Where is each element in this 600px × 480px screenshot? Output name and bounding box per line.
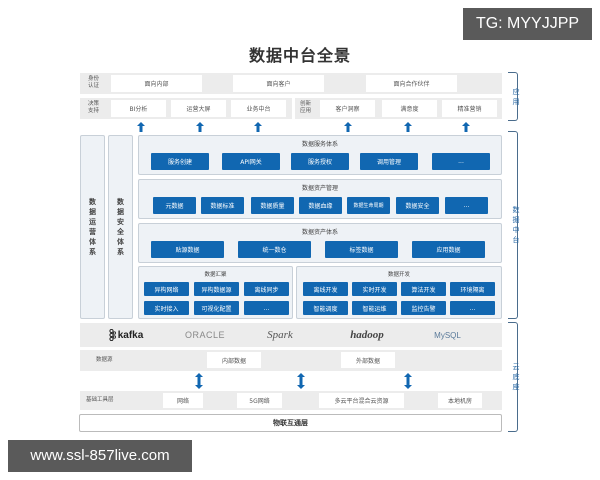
innovation-label: 创新应用 — [300, 101, 312, 114]
development-item: 实时开发 — [352, 282, 397, 296]
app-item-insight: 客户洞察 — [320, 100, 375, 117]
asset-mgmt-item: 数据血缘 — [299, 197, 342, 214]
iot-layer: 物联互通层 — [79, 414, 502, 432]
bracket-app-label: 应用 — [512, 88, 520, 106]
bidirectional-arrow-icon — [404, 373, 412, 389]
aggregation-item: 可视化配置 — [194, 301, 239, 315]
service-item: 服务创建 — [151, 153, 209, 170]
external-data-box: 外部数据 — [341, 352, 395, 368]
data-service-title: 数据服务体系 — [301, 141, 338, 148]
development-item: 离线开发 — [303, 282, 348, 296]
app-item-partner: 面向合作伙伴 — [366, 75, 457, 92]
decision-label: 决策支持 — [88, 101, 100, 114]
asset-system-title: 数据资产体系 — [301, 229, 338, 236]
identity-label: 身份认证 — [88, 76, 100, 89]
mysql-logo: MySQL — [434, 330, 461, 340]
bracket-middle-label: 数据中台 — [512, 206, 520, 244]
app-item-marketing: 精准营销 — [442, 100, 497, 117]
arrow-up-icon — [404, 122, 412, 132]
data-ops-label: 数据运营体系 — [89, 198, 96, 256]
asset-mgmt-item: 数据标准 — [201, 197, 244, 214]
aggregation-item: 离线同步 — [244, 282, 289, 296]
development-item: 监控告警 — [401, 301, 446, 315]
development-item: 智能调度 — [303, 301, 348, 315]
data-source-row: 数据源 内部数据 外部数据 — [80, 350, 502, 371]
bracket-cloud — [508, 322, 518, 432]
arrow-up-icon — [254, 122, 262, 132]
development-item: 环境隔离 — [450, 282, 495, 296]
kafka-icon — [109, 329, 116, 341]
service-item: API网关 — [222, 153, 280, 170]
aggregation-item: 异构网络 — [144, 282, 189, 296]
app-item-ops-screen: 运营大屏 — [171, 100, 226, 117]
development-item: ... — [450, 301, 495, 315]
data-source-label: 数据源 — [96, 357, 113, 363]
infrastructure-label: 基础工具层 — [86, 397, 114, 403]
data-aggregation-panel: 数据汇聚 异构网络 异构数据源 离线同步 实时接入 可视化配置 ... — [138, 266, 293, 319]
bidirectional-arrow-icon — [297, 373, 305, 389]
infra-item-5g: 5G网络 — [237, 393, 282, 408]
app-item-customer: 面向客户 — [233, 75, 324, 92]
watermark-bottom: www.ssl-857live.com — [8, 440, 192, 472]
kafka-logo: kafka — [95, 327, 155, 343]
data-security-label: 数据安全体系 — [117, 198, 124, 256]
arrow-up-icon — [344, 122, 352, 132]
development-item: 算法开发 — [401, 282, 446, 296]
service-item: 调用管理 — [360, 153, 418, 170]
app-item-satisfaction: 满意度 — [382, 100, 437, 117]
asset-system-panel: 数据资产体系 贴源数据 统一数仓 标签数据 应用数据 — [138, 223, 502, 263]
aggregation-item: 异构数据源 — [194, 282, 239, 296]
development-item: 智能运维 — [352, 301, 397, 315]
asset-mgmt-item: 数据质量 — [251, 197, 294, 214]
data-security-column: 数据安全体系 — [108, 135, 133, 319]
arrow-up-icon — [137, 122, 145, 132]
asset-system-item: 统一数仓 — [238, 241, 311, 258]
service-item: 服务授权 — [291, 153, 349, 170]
internal-data-box: 内部数据 — [207, 352, 261, 368]
data-aggregation-title: 数据汇聚 — [204, 272, 227, 278]
infra-item-network: 网络 — [163, 393, 203, 408]
data-ops-column: 数据运营体系 — [80, 135, 105, 319]
asset-management-title: 数据资产管理 — [301, 185, 338, 192]
arrow-up-icon — [196, 122, 204, 132]
infrastructure-row: 基础工具层 网络 5G网络 多云平台混合云资源 本地机房 — [80, 391, 502, 410]
app-row-identity: 身份认证 面向内部 面向客户 面向合作伙伴 — [80, 73, 502, 94]
data-development-title: 数据开发 — [387, 272, 410, 278]
spark-logo: Spark — [267, 329, 293, 341]
app-item-internal: 面向内部 — [111, 75, 202, 92]
bidirectional-arrow-icon — [195, 373, 203, 389]
data-development-panel: 数据开发 离线开发 实时开发 算法开发 环境隔离 智能调度 智能运维 监控告警 … — [296, 266, 502, 319]
aggregation-item: 实时接入 — [144, 301, 189, 315]
asset-mgmt-item: 数据生命周期 — [347, 197, 390, 214]
asset-system-item: 贴源数据 — [151, 241, 224, 258]
watermark-top: TG: MYYJJPP — [463, 8, 592, 40]
app-item-bi: BI分析 — [111, 100, 166, 117]
asset-mgmt-item: ... — [445, 197, 488, 214]
asset-mgmt-item: 数据安全 — [396, 197, 439, 214]
page-title: 数据中台全景 — [248, 46, 351, 65]
asset-system-item: 标签数据 — [325, 241, 398, 258]
tech-logos-row: kafka ORACLE Spark hadoop MySQL — [80, 323, 502, 347]
app-item-biz-center: 业务中台 — [231, 100, 286, 117]
oracle-logo: ORACLE — [184, 330, 225, 340]
app-row-decision: 决策支持 BI分析 运营大屏 业务中台 — [80, 98, 292, 119]
arrow-up-icon — [462, 122, 470, 132]
aggregation-item: ... — [244, 301, 289, 315]
asset-mgmt-item: 元数据 — [153, 197, 196, 214]
bracket-middle — [508, 131, 518, 319]
infra-item-multicloud: 多云平台混合云资源 — [319, 393, 404, 408]
bracket-app — [508, 72, 518, 121]
hadoop-logo: hadoop — [350, 329, 384, 341]
service-item: ... — [432, 153, 490, 170]
bracket-cloud-label: 云底座 — [512, 363, 520, 391]
asset-management-panel: 数据资产管理 元数据 数据标准 数据质量 数据血缘 数据生命周期 数据安全 ..… — [138, 179, 502, 219]
data-service-panel: 数据服务体系 服务创建 API网关 服务授权 调用管理 ... — [138, 135, 502, 175]
app-row-innovation: 创新应用 客户洞察 满意度 精准营销 — [295, 98, 502, 119]
infra-item-local: 本地机房 — [438, 393, 482, 408]
asset-system-item: 应用数据 — [412, 241, 485, 258]
